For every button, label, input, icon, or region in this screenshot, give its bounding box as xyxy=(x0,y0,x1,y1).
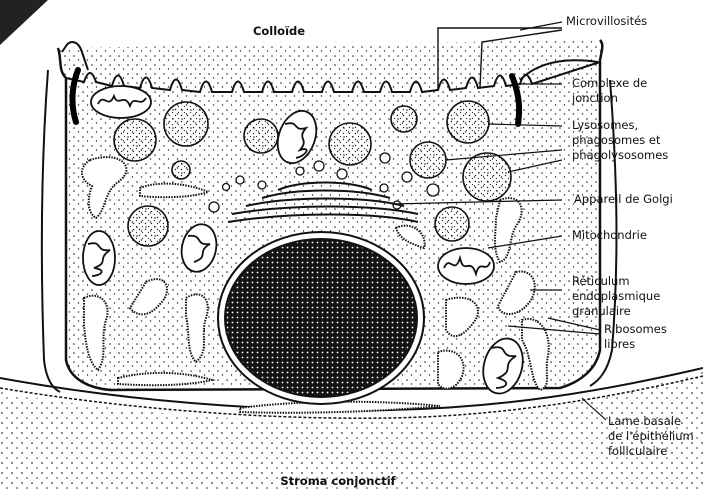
mitochondrion xyxy=(83,231,115,285)
vesicle xyxy=(427,184,439,196)
lysosome xyxy=(164,102,208,146)
label-line: folliculaire xyxy=(608,444,694,459)
lysosome xyxy=(128,206,168,246)
label-mitochondrie: Mitochondrie xyxy=(572,228,647,243)
label-line: granulaire xyxy=(572,304,660,319)
vesicle xyxy=(402,172,412,182)
lysosome xyxy=(329,123,371,165)
label-line: Réticulum xyxy=(572,274,660,289)
label-lysosomes: Lysosomes, phagosomes et phagolysosomes xyxy=(572,118,668,163)
lysosome xyxy=(391,106,417,132)
label-line: libres xyxy=(604,337,667,352)
label-golgi: Appareil de Golgi xyxy=(574,192,673,207)
vesicle xyxy=(380,153,390,163)
vesicle xyxy=(314,161,324,171)
label-ribosomes: Ribosomes libres xyxy=(604,322,667,352)
label-line: de l'épithélium xyxy=(608,429,694,444)
label-stroma: Stroma conjonctif xyxy=(280,474,395,489)
nucleus xyxy=(225,239,417,397)
vesicle xyxy=(209,202,219,212)
vesicle xyxy=(380,184,388,192)
label-line: Ribosomes xyxy=(604,322,667,337)
label-line: endoplasmique xyxy=(572,289,660,304)
vesicle xyxy=(223,184,230,191)
label-line: Microvillosités xyxy=(566,14,647,29)
vesicle xyxy=(236,176,244,184)
label-line: Complexe de xyxy=(572,76,647,91)
mitochondrion xyxy=(91,86,151,118)
lysosome xyxy=(244,119,278,153)
lysosome xyxy=(447,101,489,143)
label-line: jonction xyxy=(572,91,647,106)
label-microvillosites: Microvillosités xyxy=(566,14,647,29)
label-reticulum: Réticulum endoplasmique granulaire xyxy=(572,274,660,319)
lysosome xyxy=(463,153,511,201)
label-line: Mitochondrie xyxy=(572,228,647,243)
label-complexe-jonction: Complexe de jonction xyxy=(572,76,647,106)
vesicle xyxy=(296,167,304,175)
label-line: phagosomes et xyxy=(572,133,668,148)
label-line: Appareil de Golgi xyxy=(574,192,673,207)
label-line: Lysosomes, xyxy=(572,118,668,133)
label-lame-basale: Lame basale de l'épithélium folliculaire xyxy=(608,414,694,459)
label-line: phagolysosomes xyxy=(572,148,668,163)
lysosome xyxy=(114,119,156,161)
label-colloide: Colloïde xyxy=(253,24,305,39)
label-line: Lame basale xyxy=(608,414,694,429)
lysosome xyxy=(435,207,469,241)
vesicle xyxy=(258,181,266,189)
vesicle xyxy=(337,169,347,179)
mitochondrion xyxy=(438,248,494,284)
lysosome xyxy=(172,161,190,179)
lysosome xyxy=(410,142,446,178)
